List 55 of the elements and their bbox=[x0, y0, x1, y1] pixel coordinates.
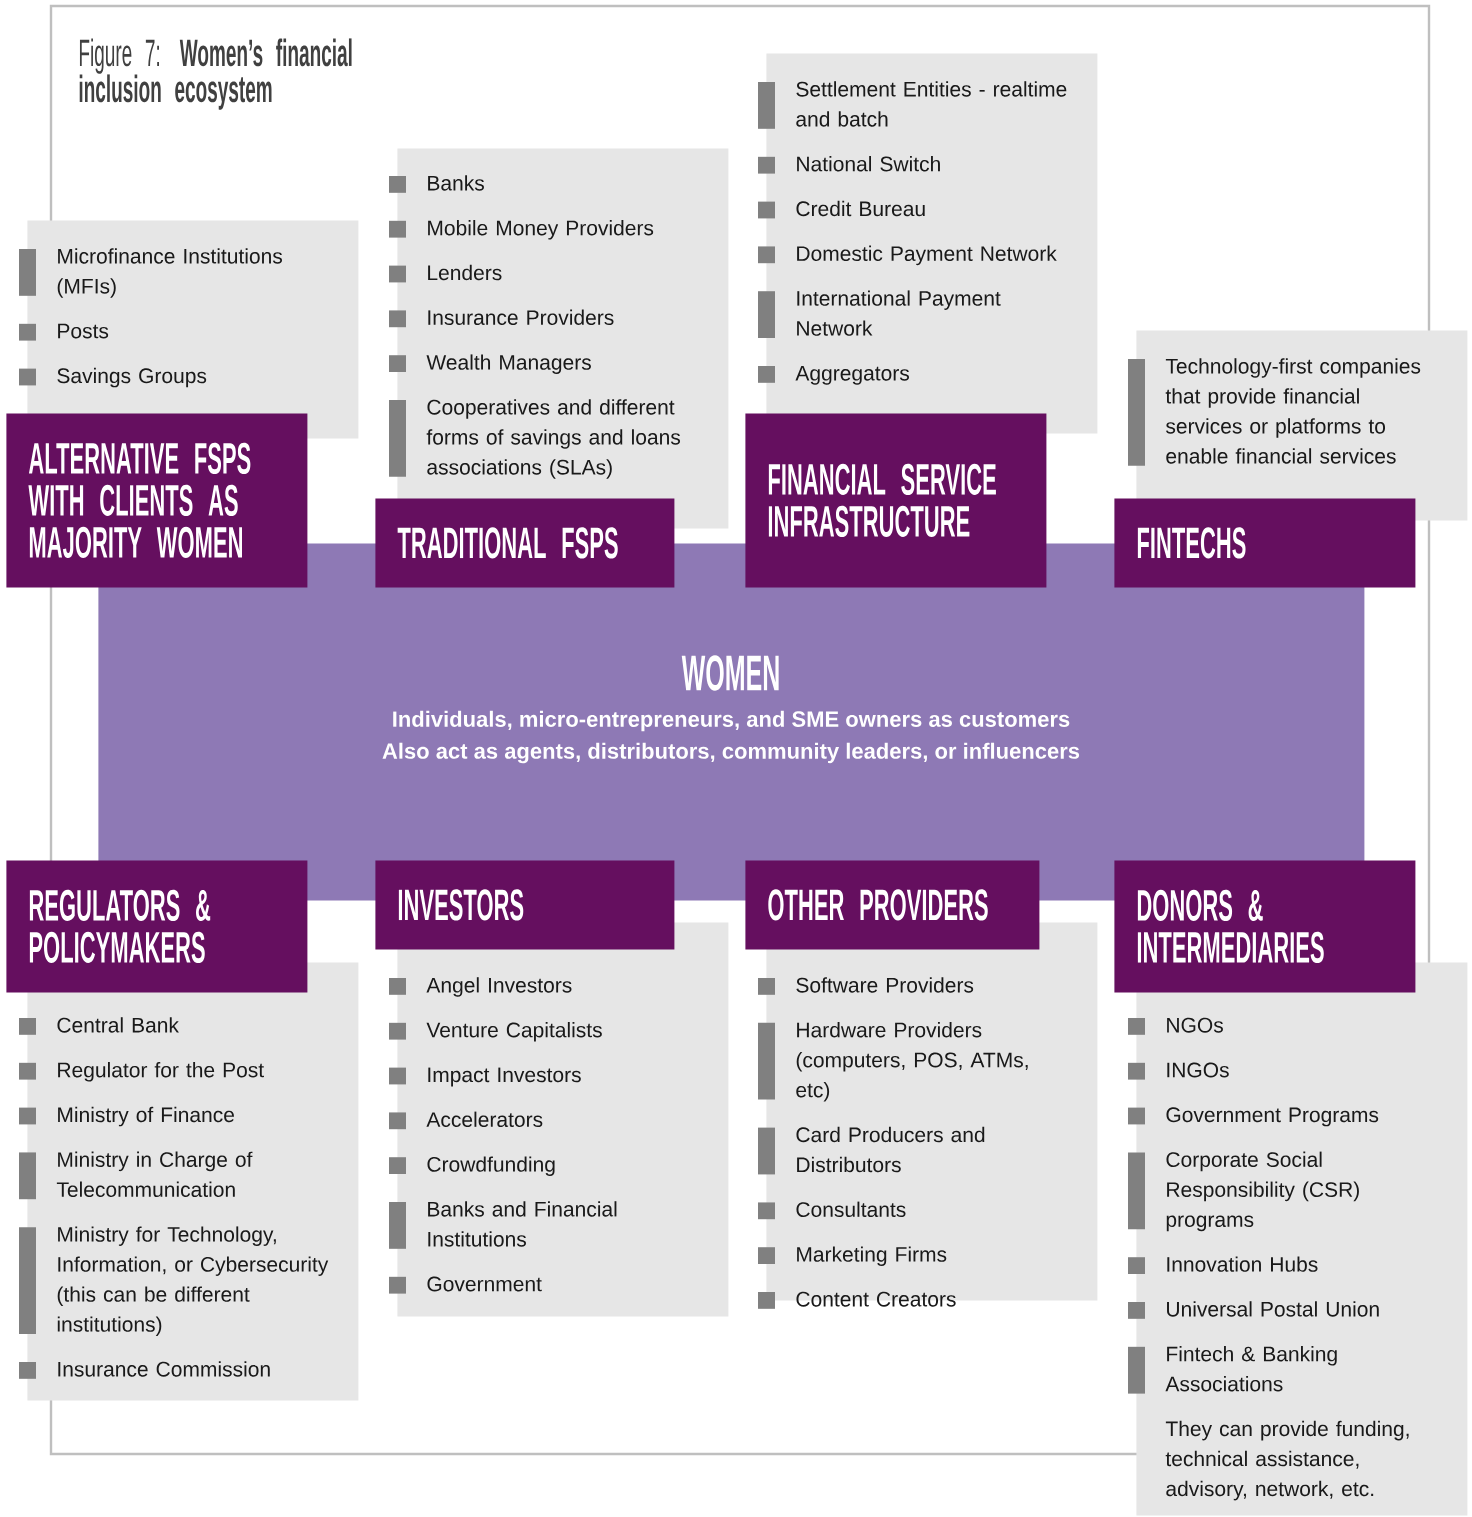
center-subtitle: Also act as agents, distributors, community leaders, or influencers bbox=[382, 742, 1080, 764]
list-item: Consultants bbox=[758, 1201, 906, 1220]
list-item: Universal Postal Union bbox=[1128, 1301, 1379, 1319]
list-item: Wealth Managers bbox=[389, 354, 591, 374]
center-heading: WOMEN bbox=[681, 655, 779, 691]
list-item: Content Creators bbox=[758, 1291, 956, 1309]
list-item: Settlement Entities - realtime and batch bbox=[758, 81, 1067, 129]
list-item: Card Producers and Distributors bbox=[758, 1126, 985, 1175]
list-item: Savings Groups bbox=[19, 367, 207, 388]
category-header: FINANCIAL SERVICE INFRASTRUCTURE bbox=[745, 413, 1047, 588]
list-item: Angel Investors bbox=[389, 977, 572, 997]
list-item: Crowdfunding bbox=[389, 1156, 555, 1176]
category-header: TRADITIONAL FSPS bbox=[375, 498, 675, 588]
list-item: Central Bank bbox=[19, 1017, 179, 1035]
figure-title: Figure 7: Women’s financial inclusion ecosystem bbox=[79, 38, 352, 110]
list-item: Banks bbox=[389, 175, 484, 193]
list-item: Venture Capitalists bbox=[389, 1022, 602, 1042]
list-item: Accelerators bbox=[389, 1111, 543, 1130]
category-header: OTHER PROVIDERS bbox=[745, 860, 1040, 950]
list-item: Government bbox=[389, 1276, 542, 1294]
list-item: National Switch bbox=[758, 156, 940, 174]
list-item: They can provide funding, technical assistance, advisory, network, etc. bbox=[1165, 1420, 1409, 1501]
list-item: Microfinance Institutions (MFIs) bbox=[19, 248, 282, 298]
category-header: DONORS & INTERMEDIARIES bbox=[1114, 860, 1416, 993]
list-item: Impact Investors bbox=[389, 1067, 581, 1087]
category-header: FINTECHS bbox=[1114, 498, 1416, 588]
list-item: Government Programs bbox=[1128, 1107, 1379, 1127]
list-item: Credit Bureau bbox=[758, 200, 925, 219]
list-item: Hardware Providers (computers, POS, ATMs, etc) bbox=[758, 1022, 1028, 1102]
list-item: Marketing Firms bbox=[758, 1246, 947, 1266]
category-header: ALTERNATIVE FSPS WITH CLIENTS AS MAJORITY WOMEN bbox=[6, 413, 308, 588]
list-item: Posts bbox=[19, 323, 109, 341]
list-item: International Payment Network bbox=[758, 290, 1001, 338]
list-item: Corporate Social Responsibility (CSR) programs bbox=[1128, 1151, 1359, 1232]
list-item: Cooperatives and different forms of savings and loans associations (SLAs) bbox=[389, 399, 681, 479]
list-item: Ministry for Technology, Information, or Cybersecurity (this can be different institutions) bbox=[19, 1226, 329, 1336]
list-item: Fintech & Banking Associations bbox=[1128, 1346, 1337, 1394]
list-item: Insurance Providers bbox=[389, 309, 614, 328]
category-header: INVESTORS bbox=[375, 860, 675, 950]
list-item: NGOs bbox=[1128, 1017, 1223, 1035]
list-item: Mobile Money Providers bbox=[389, 220, 654, 240]
list-item: Ministry in Charge of Telecommunication bbox=[19, 1151, 253, 1200]
list-item: Banks and Financial Institutions bbox=[389, 1201, 617, 1249]
list-item: Regulator for the Post bbox=[19, 1062, 264, 1082]
list-item: Aggregators bbox=[758, 366, 909, 385]
list-item: INGOs bbox=[1128, 1062, 1229, 1080]
list-item: Software Providers bbox=[758, 977, 974, 995]
list-item: Technology-first companies that provide financial services or platforms to enable financial services bbox=[1128, 358, 1421, 466]
center-subtitle: Individuals, micro-entrepreneurs, and SME owners as customers bbox=[393, 710, 1070, 732]
category-header: REGULATORS & POLICYMAKERS bbox=[6, 860, 308, 993]
list-item: Lenders bbox=[389, 264, 502, 283]
list-item: Innovation Hubs bbox=[1128, 1256, 1318, 1274]
list-item: Ministry of Finance bbox=[19, 1106, 234, 1127]
list-item: Insurance Commission bbox=[19, 1361, 270, 1379]
list-item: Domestic Payment Network bbox=[758, 245, 1057, 266]
